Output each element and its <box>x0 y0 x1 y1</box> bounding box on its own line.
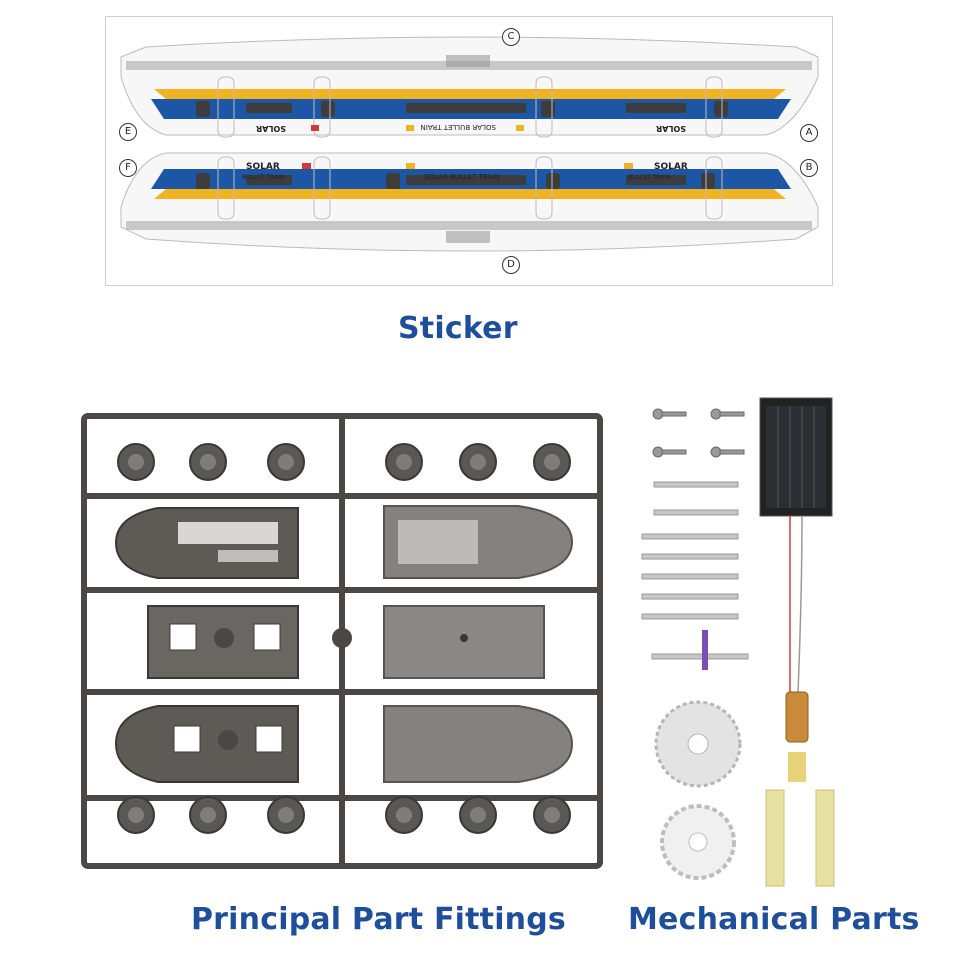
marker-a: A <box>800 124 818 142</box>
caption-mechanical: Mechanical Parts <box>628 902 920 937</box>
marker-e: E <box>119 123 137 141</box>
motor <box>785 691 809 782</box>
gear-small <box>660 804 736 880</box>
screws <box>652 408 745 458</box>
mechanical-parts-graphic <box>641 397 835 887</box>
purple-connector <box>702 630 708 670</box>
marker-c: C <box>502 28 520 46</box>
train-sticker-graphic: SOLAR SOLAR BULLET TRAIN SOLAR <box>120 36 819 252</box>
train-sticker-bottom: SOLAR BULLET TRAIN SOLAR BULLET TRAIN SO… <box>120 152 819 252</box>
sticker-bottom-title: SOLAR <box>246 162 280 172</box>
adhesive-strip-right <box>815 789 835 887</box>
marker-d: D <box>502 256 520 274</box>
sticker-bottom-mid: SOLAR BULLET TRAIN <box>424 173 500 181</box>
body-shell-right-bottom <box>383 705 574 783</box>
wire-grey <box>797 515 803 693</box>
sticker-bottom-subtitle: BULLET TRAIN <box>242 174 285 181</box>
sticker-top-mid: SOLAR BULLET TRAIN <box>421 123 497 131</box>
gear-large <box>654 700 742 788</box>
sticker-bottom-right: SOLAR <box>654 162 688 172</box>
marker-b: B <box>800 159 818 177</box>
train-sticker-top: SOLAR SOLAR BULLET TRAIN SOLAR <box>120 36 819 138</box>
body-shell-right-middle <box>383 605 545 679</box>
solar-panel <box>759 397 833 517</box>
marker-f: F <box>119 159 137 177</box>
caption-principal: Principal Part Fittings <box>191 902 566 937</box>
sticker-sheet: SOLAR SOLAR BULLET TRAIN SOLAR <box>105 16 833 286</box>
adhesive-strip-left <box>765 789 785 887</box>
sticker-top-right: SOLAR <box>656 124 686 133</box>
caption-sticker: Sticker <box>398 311 518 346</box>
sticker-bottom-right-sub: BULLET TRAIN <box>628 174 671 181</box>
sprue-center-node <box>332 628 352 648</box>
wheels-bottom <box>117 796 571 834</box>
chassis-middle-left <box>147 605 299 679</box>
sprue-frame <box>78 410 606 872</box>
body-shell-right-top <box>383 505 574 579</box>
chassis-nose-left-bottom <box>114 705 299 783</box>
wheels-top <box>117 443 571 481</box>
sprue-graphic <box>81 413 603 869</box>
sticker-top-title: SOLAR <box>256 124 286 133</box>
shafts <box>641 481 749 660</box>
mechanical-parts <box>640 392 860 892</box>
chassis-nose-left-top <box>114 507 299 579</box>
